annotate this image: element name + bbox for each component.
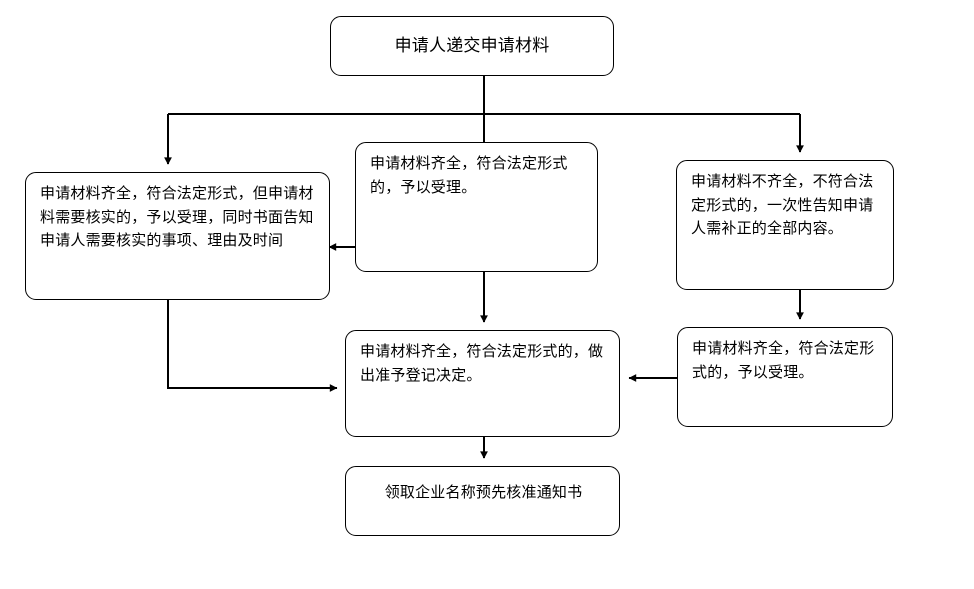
node-accept-top[interactable]: 申请材料齐全，符合法定形式的，予以受理。 <box>355 142 598 272</box>
node-accept-after-fix-label: 申请材料齐全，符合法定形式的，予以受理。 <box>692 339 875 381</box>
node-incomplete[interactable]: 申请材料不齐全，不符合法定形式的，一次性告知申请人需补正的全部内容。 <box>676 160 894 290</box>
node-verify-needed-label: 申请材料齐全，符合法定形式，但申请材料需要核实的，予以受理，同时书面告知申请人需… <box>40 184 314 250</box>
node-approve-label: 申请材料齐全，符合法定形式的，做出准予登记决定。 <box>360 342 604 384</box>
node-start[interactable]: 申请人递交申请材料 <box>330 16 614 76</box>
node-end[interactable]: 领取企业名称预先核准通知书 <box>345 466 620 536</box>
node-incomplete-label: 申请材料不齐全，不符合法定形式的，一次性告知申请人需补正的全部内容。 <box>691 172 874 238</box>
node-accept-after-fix[interactable]: 申请材料齐全，符合法定形式的，予以受理。 <box>677 327 893 427</box>
node-end-label: 领取企业名称预先核准通知书 <box>384 483 583 501</box>
node-approve[interactable]: 申请材料齐全，符合法定形式的，做出准予登记决定。 <box>345 330 620 437</box>
edge-verify-needed-to-approve <box>167 300 338 392</box>
node-start-label: 申请人递交申请材料 <box>394 35 550 56</box>
node-accept-top-label: 申请材料齐全，符合法定形式的，予以受理。 <box>370 154 568 196</box>
node-verify-needed[interactable]: 申请材料齐全，符合法定形式，但申请材料需要核实的，予以受理，同时书面告知申请人需… <box>25 172 330 300</box>
